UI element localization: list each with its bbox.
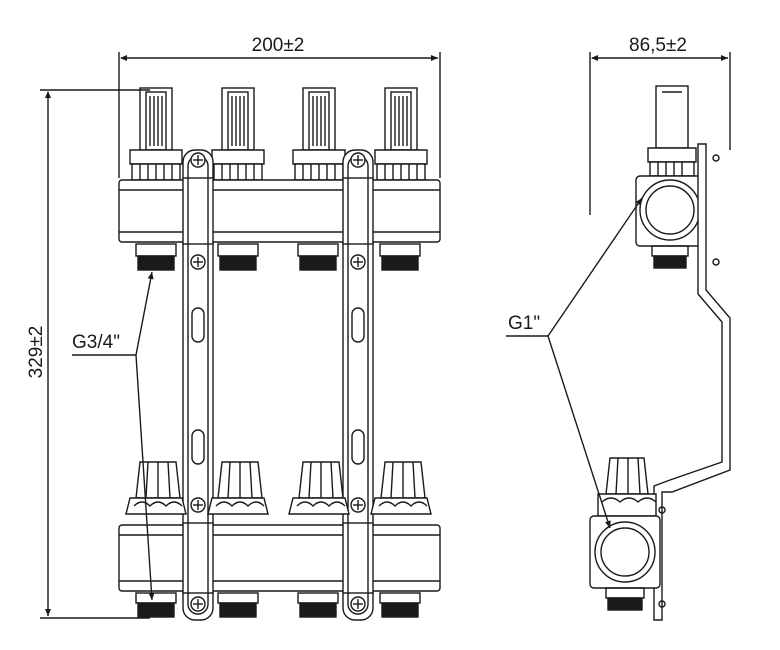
upper-manifold-bar [118, 177, 441, 245]
inlet-thread-leader-lines [506, 197, 643, 529]
outlet-thread-leader-lines [72, 271, 155, 601]
front-view [40, 52, 441, 621]
bracket-screws [190, 152, 366, 612]
inlet-thread-label: G1" [508, 313, 540, 334]
depth-dimension-line [589, 52, 731, 215]
depth-dimension-text: 86,5±2 [629, 35, 687, 56]
height-dimension-text: 329±2 [26, 326, 47, 379]
side-wall-bracket [653, 143, 731, 621]
flowmeter-column-4 [374, 87, 428, 181]
height-dimension-line [40, 89, 150, 619]
side-view [506, 52, 731, 621]
upper-outlet-fittings [135, 243, 421, 271]
lower-outlet-fittings [135, 592, 421, 618]
mounting-bracket-right [342, 149, 374, 621]
side-upper-body [635, 175, 705, 269]
side-flowmeter [647, 85, 697, 177]
lower-valve-caps [125, 461, 432, 515]
flowmeter-column-3 [292, 87, 346, 181]
outlet-thread-label: G3/4" [72, 332, 120, 353]
side-lower-body [589, 457, 661, 611]
width-dimension-line [118, 52, 441, 178]
flowmeter-column-2 [211, 87, 265, 181]
width-dimension-text: 200±2 [252, 35, 305, 56]
flowmeter-column-1 [129, 87, 183, 181]
lower-manifold-bar [118, 522, 441, 594]
